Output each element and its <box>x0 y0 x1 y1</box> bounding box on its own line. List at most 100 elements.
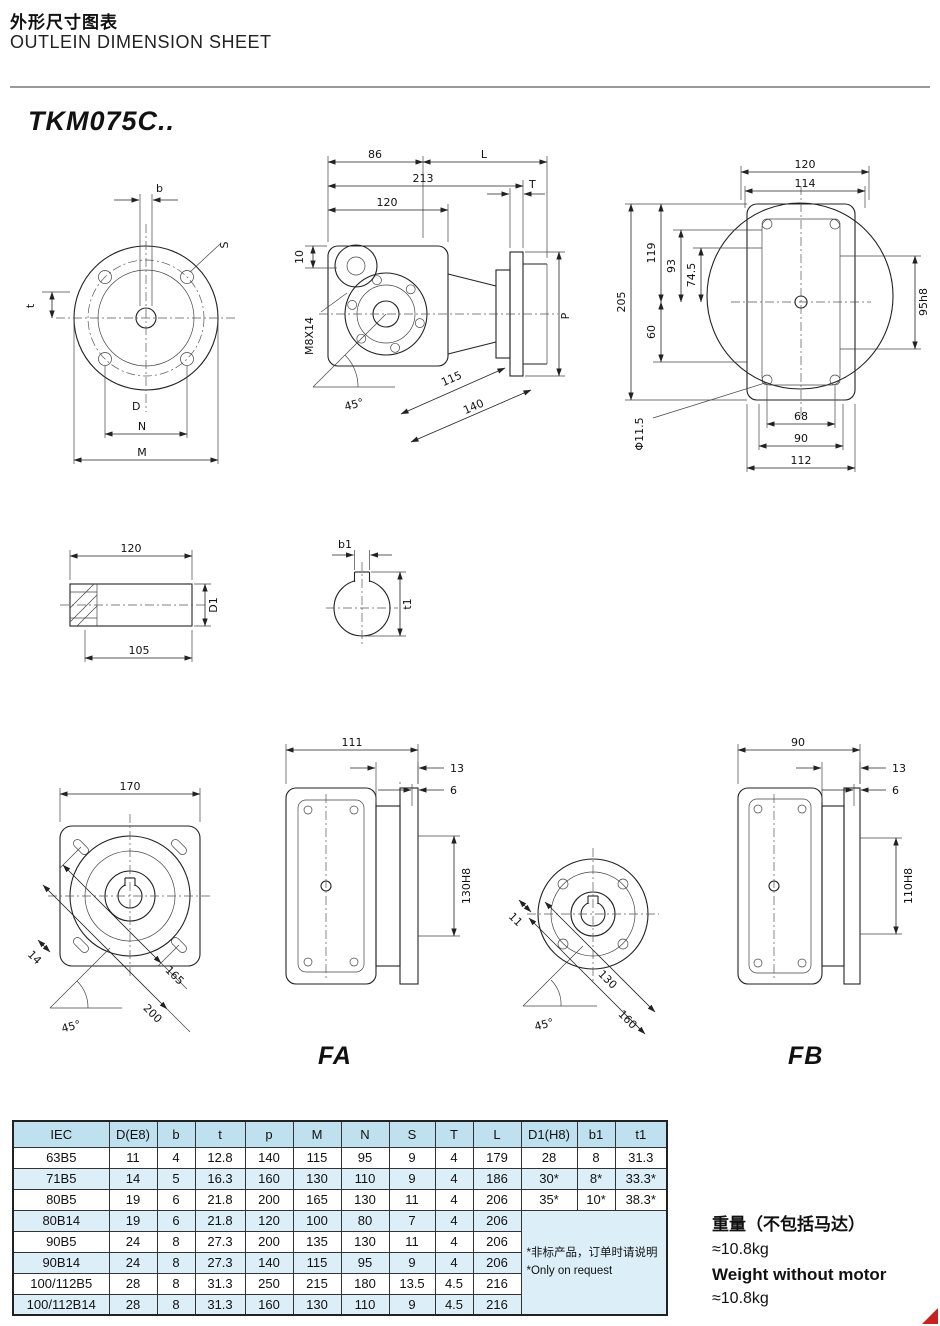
dim-label-112: 112 <box>791 454 812 467</box>
table-cell: 9 <box>388 1167 436 1190</box>
table-cell: 206 <box>472 1251 522 1274</box>
column-header: t <box>194 1120 246 1148</box>
dim-label-13: 13 <box>450 762 464 775</box>
dim-label-45deg: 45° <box>343 396 365 414</box>
dim-label-74_5: 74.5 <box>685 263 698 288</box>
table-cell: 8 <box>576 1146 616 1169</box>
dim-label-45deg: 45° <box>60 1018 82 1036</box>
table-cell: 100/112B14 <box>12 1293 110 1316</box>
table-cell: 24 <box>108 1230 158 1253</box>
table-cell: 16.3 <box>194 1167 246 1190</box>
table-cell: 33.3* <box>614 1167 668 1190</box>
table-cell: 4 <box>434 1230 474 1253</box>
dim-label-90: 90 <box>794 432 808 445</box>
table-cell: 115 <box>292 1146 342 1169</box>
table-cell: 95 <box>340 1146 390 1169</box>
column-header: S <box>388 1120 436 1148</box>
table-cell: 206 <box>472 1188 522 1211</box>
table-cell: 130 <box>292 1293 342 1316</box>
table-cell: 31.3 <box>194 1293 246 1316</box>
table-cell: 130 <box>340 1188 390 1211</box>
weight-label-en: Weight without motor <box>712 1264 887 1284</box>
dim-label-120: 120 <box>377 196 398 209</box>
dim-label-13: 13 <box>892 762 906 775</box>
column-header: T <box>434 1120 474 1148</box>
table-cell: 28 <box>520 1146 578 1169</box>
dim-label-T: T <box>528 178 536 191</box>
drawing-shaft-section: b1 t1 <box>326 538 414 646</box>
table-cell: 28 <box>108 1293 158 1316</box>
table-cell: 216 <box>472 1293 522 1316</box>
table-cell: 12.8 <box>194 1146 246 1169</box>
table-cell: 13.5 <box>388 1272 436 1295</box>
table-cell: 140 <box>244 1146 294 1169</box>
table-cell: 8 <box>156 1230 196 1253</box>
dim-label-130H8: 130H8 <box>460 868 473 904</box>
dim-label-86: 86 <box>368 148 382 161</box>
dim-label-t1: t1 <box>401 598 414 609</box>
column-header: D1(H8) <box>520 1120 578 1148</box>
shaft-dimensions: 120 105 D1 <box>69 542 220 662</box>
table-cell: 4.5 <box>434 1293 474 1316</box>
dim-label-6: 6 <box>892 784 899 797</box>
table-cell: 140 <box>244 1251 294 1274</box>
table-cell: 95 <box>340 1251 390 1274</box>
table-cell: 27.3 <box>194 1230 246 1253</box>
table-cell: 31.3 <box>194 1272 246 1295</box>
column-header: p <box>244 1120 294 1148</box>
table-cell: 28 <box>108 1272 158 1295</box>
dim-label-213: 213 <box>413 172 434 185</box>
model-number: TKM075C.. <box>28 106 176 136</box>
table-cell: 14 <box>108 1167 158 1190</box>
table-cell: 200 <box>244 1230 294 1253</box>
column-header: N <box>340 1120 390 1148</box>
drawing-front-flange-view: b S t D N M <box>24 182 236 464</box>
table-cell: 7 <box>388 1209 436 1232</box>
table-note: *非标产品，订单时请说明*Only on request <box>520 1209 668 1316</box>
table-cell: 130 <box>340 1230 390 1253</box>
dim-label-D: D <box>132 400 140 413</box>
section-dimensions: b1 t1 <box>332 538 414 637</box>
dim-label-S: S <box>218 241 231 248</box>
table-cell: 120 <box>244 1209 294 1232</box>
table-cell: 8 <box>156 1251 196 1274</box>
dim-label-M: M <box>137 446 147 459</box>
table-note-cn: *非标产品，订单时请说明 <box>526 1246 658 1259</box>
drawing-fa-front-view: 170 165 200 14 45° <box>25 780 212 1036</box>
table-cell: 4 <box>434 1188 474 1211</box>
fa-side-geometry <box>285 787 419 985</box>
dim-label-68: 68 <box>794 410 808 423</box>
dim-label-115: 115 <box>439 369 463 389</box>
table-cell: 80B5 <box>12 1188 110 1211</box>
table-cell: 115 <box>292 1251 342 1274</box>
rear-dimensions: 120 114 205 119 93 74.5 60 95h8 Φ <box>615 158 930 472</box>
dim-label-D1: D1 <box>207 597 220 612</box>
table-cell: 206 <box>472 1209 522 1232</box>
dim-label-111: 111 <box>342 736 363 749</box>
table-cell: 11 <box>388 1188 436 1211</box>
column-header: L <box>472 1120 522 1148</box>
table-cell: 200 <box>244 1188 294 1211</box>
dim-label-M8X14: M8X14 <box>303 317 316 355</box>
table-cell: 21.8 <box>194 1188 246 1211</box>
table-cell: 8 <box>156 1293 196 1316</box>
page-title-en: OUTLEIN DIMENSION SHEET <box>10 32 272 52</box>
dim-label-205: 205 <box>615 292 628 313</box>
table-cell: 38.3* <box>614 1188 668 1211</box>
dim-label-60: 60 <box>645 325 658 339</box>
table-cell: 11 <box>388 1230 436 1253</box>
section-geometry <box>326 562 398 646</box>
table-cell: 24 <box>108 1251 158 1274</box>
drawing-rear-view: 120 114 205 119 93 74.5 60 95h8 Φ <box>615 158 930 472</box>
fa-front-geometry <box>48 814 212 978</box>
table-cell: 8* <box>576 1167 616 1190</box>
dim-label-phi11_5: Φ11.5 <box>633 417 646 450</box>
dim-label-93: 93 <box>665 259 678 273</box>
dim-label-140: 140 <box>461 397 485 417</box>
dim-label-t: t <box>24 303 37 308</box>
dim-label-b: b <box>156 182 163 195</box>
